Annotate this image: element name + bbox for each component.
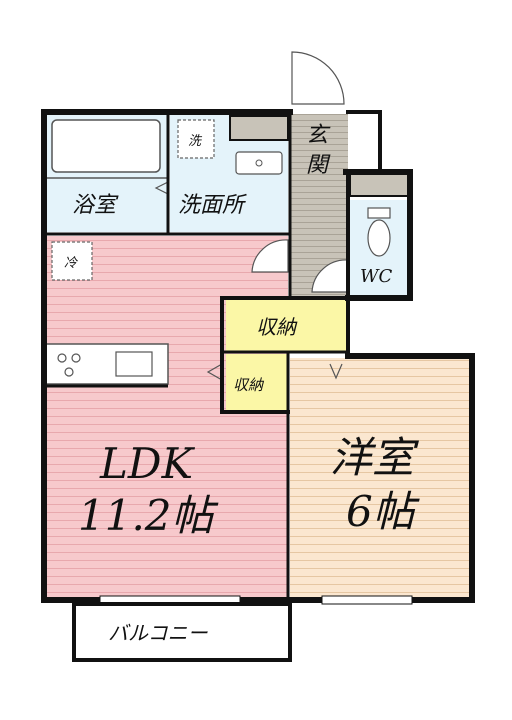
wc-cabinet <box>349 171 409 197</box>
wc-label: WC <box>360 266 393 287</box>
washroom-cabinet <box>229 115 289 141</box>
entrance-label-1: 玄 <box>306 123 331 148</box>
ldk-door-swing <box>251 239 289 273</box>
ldk-name: LDK <box>99 439 196 488</box>
bathtub <box>51 119 161 173</box>
balcony-label: バルコニー <box>108 621 209 645</box>
storage-small-floor <box>226 354 288 412</box>
western-room-floor <box>290 358 470 598</box>
toilet-tank <box>367 207 391 219</box>
window-western <box>321 595 413 605</box>
washer-space <box>177 119 215 159</box>
storage-large-floor <box>226 300 348 352</box>
washer-mark: 洗 <box>188 134 203 149</box>
western-door-mark <box>329 363 343 380</box>
fridge-mark: 冷 <box>64 256 78 271</box>
ldk-floor <box>44 236 288 598</box>
wash-basin <box>235 151 283 175</box>
stove-burner <box>57 353 67 363</box>
storage-large-label: 収納 <box>256 315 298 339</box>
stove-burner <box>64 367 74 377</box>
fridge-space <box>51 241 93 281</box>
western-room-size: 6帖 <box>346 487 420 536</box>
ldk-door-mark <box>206 363 223 381</box>
entrance-label-2: 関 <box>306 153 331 178</box>
entrance-door-swing <box>291 51 345 105</box>
bath-door-mark <box>154 181 169 195</box>
ldk-size: 11.2帖 <box>78 491 219 540</box>
basin-drain <box>255 159 263 167</box>
bath-label: 浴室 <box>72 193 119 218</box>
washroom-label: 洗面所 <box>178 193 247 218</box>
storage-small-label: 収納 <box>233 376 265 394</box>
toilet-bowl <box>367 219 391 257</box>
balcony <box>72 602 292 662</box>
stove-burner <box>71 353 81 363</box>
wc-door-swing <box>311 259 349 293</box>
kitchen-sink <box>115 351 153 377</box>
western-room-name: 洋室 <box>330 433 419 482</box>
